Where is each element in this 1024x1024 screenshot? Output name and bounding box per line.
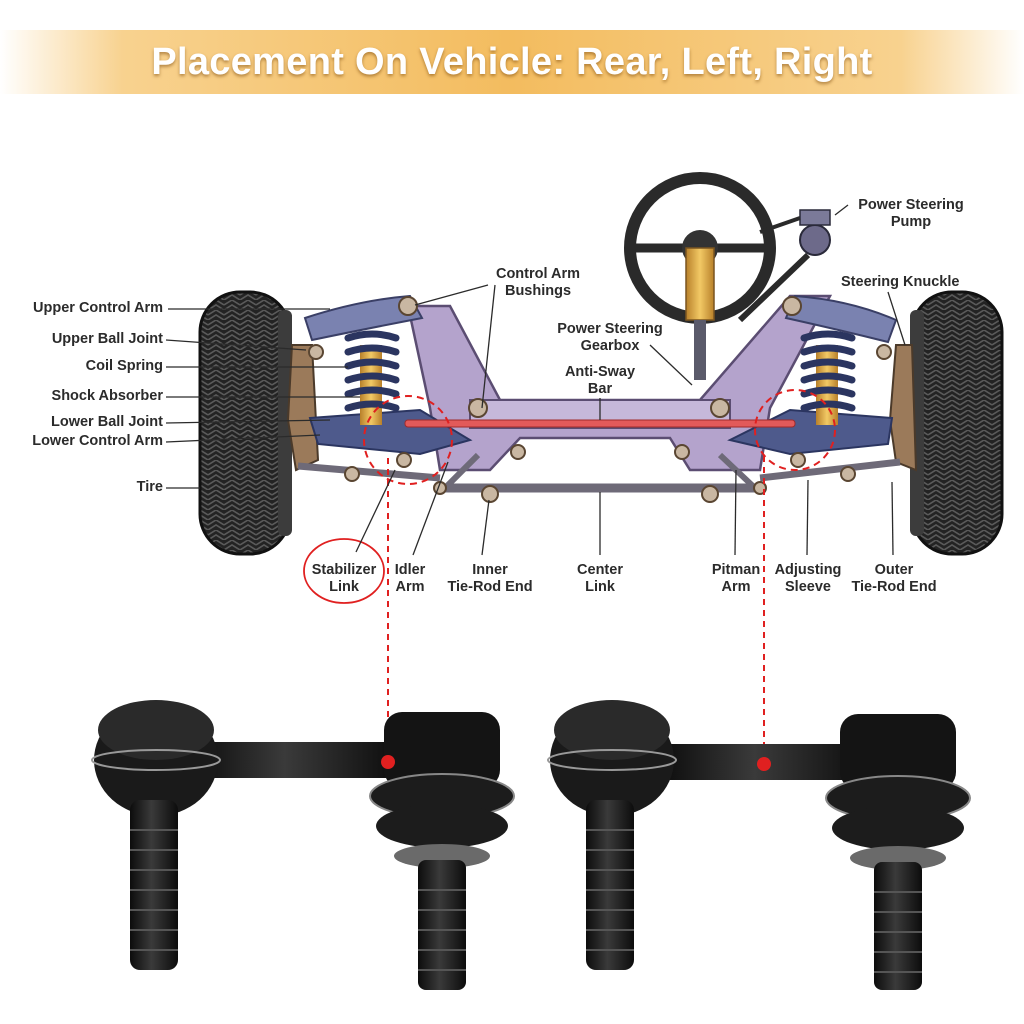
- right-tire: [910, 290, 1004, 556]
- label-upper-control-arm: Upper Control Arm: [33, 300, 163, 316]
- label-control-arm-bushings: Control Arm Bushings: [495, 266, 581, 299]
- steering-wheel: [624, 172, 776, 380]
- label-anti-sway-bar: Anti-Sway Bar: [564, 364, 636, 397]
- right-upper-control-arm: [784, 294, 898, 344]
- stabilizer-link-label-circle: [303, 538, 385, 604]
- left-stabilizer-highlight: [363, 395, 453, 485]
- label-shock-absorber: Shock Absorber: [51, 388, 163, 404]
- label-center-link: Center Link: [577, 562, 623, 595]
- label-outer-tie-rod-end: Outer Tie-Rod End: [851, 562, 937, 595]
- left-tire: [198, 290, 292, 556]
- left-steering-knuckle: [286, 344, 320, 472]
- right-steering-knuckle: [888, 344, 918, 472]
- label-power-steering-pump: Power Steering Pump: [858, 197, 964, 230]
- anti-sway-bar: [404, 419, 796, 428]
- label-tire: Tire: [136, 479, 163, 495]
- label-upper-ball-joint: Upper Ball Joint: [51, 331, 163, 347]
- label-steering-knuckle: Steering Knuckle: [841, 274, 960, 290]
- label-power-steering-gearbox: Power Steering Gearbox: [557, 321, 663, 354]
- right-coil-spring: [800, 330, 856, 425]
- right-marker-dot: [757, 757, 771, 771]
- label-idler-arm: Idler Arm: [394, 562, 426, 595]
- label-coil-spring: Coil Spring: [85, 358, 163, 374]
- label-stabilizer-link: Stabilizer Link: [311, 562, 377, 595]
- left-coil-spring: [344, 330, 400, 425]
- stabilizer-link-right-photo: [547, 700, 971, 990]
- label-pitman-arm: Pitman Arm: [711, 562, 761, 595]
- label-lower-ball-joint: Lower Ball Joint: [51, 414, 163, 430]
- left-marker-dot: [381, 755, 395, 769]
- banner-title: Placement On Vehicle: Rear, Left, Right: [151, 41, 873, 83]
- left-upper-control-arm: [303, 294, 424, 342]
- label-lower-control-arm: Lower Control Arm: [32, 433, 163, 449]
- label-adjusting-sleeve: Adjusting Sleeve: [774, 562, 842, 595]
- stabilizer-link-left-photo: [91, 700, 515, 990]
- leader-lines: [165, 204, 906, 556]
- label-inner-tie-rod-end: Inner Tie-Rod End: [447, 562, 533, 595]
- title-banner: [0, 30, 1024, 94]
- power-steering-pump: [737, 209, 831, 323]
- right-stabilizer-highlight: [754, 389, 836, 471]
